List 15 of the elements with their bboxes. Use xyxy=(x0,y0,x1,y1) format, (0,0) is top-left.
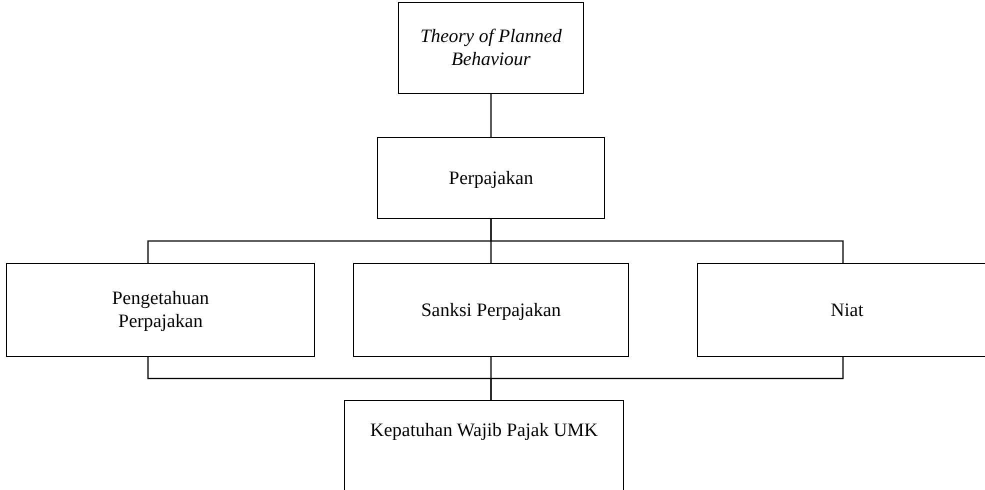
text-box xyxy=(344,400,624,490)
connector-line xyxy=(490,219,844,263)
connector-line xyxy=(490,357,844,400)
box-label: Pengetahuan Perpajakan xyxy=(110,287,210,333)
connector-line xyxy=(490,94,492,137)
text-box xyxy=(377,137,605,219)
box-label: Niat xyxy=(830,298,864,322)
text-box xyxy=(353,263,629,357)
box-label: Perpajakan xyxy=(448,166,534,190)
box-label: Theory of Planned Behaviour xyxy=(419,25,563,71)
box-label: Kepatuhan Wajib Pajak UMK xyxy=(370,419,598,442)
text-box xyxy=(697,263,985,357)
box-label: Sanksi Perpajakan xyxy=(421,298,561,322)
text-box xyxy=(398,2,584,94)
text-box xyxy=(6,263,315,357)
